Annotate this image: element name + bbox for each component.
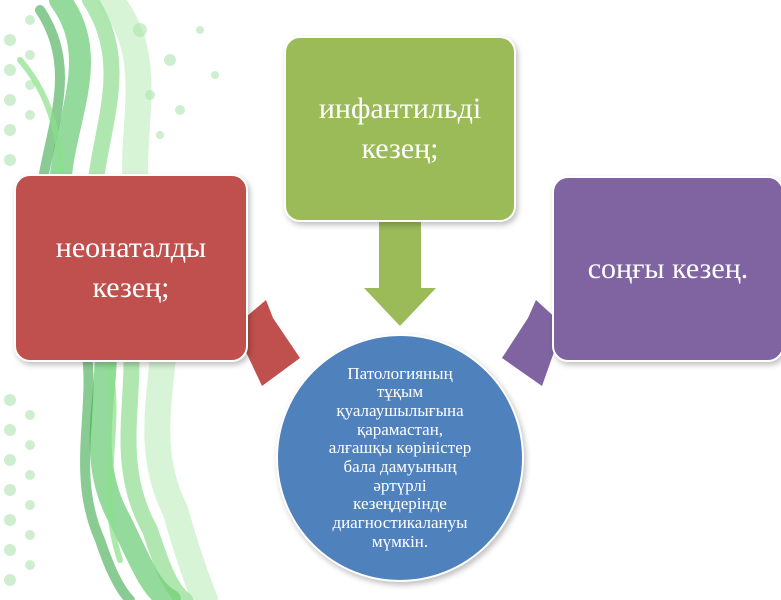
arrow-red-to-center: [240, 300, 300, 386]
center-circle-text: Патологияның тұқым қуалаушылығына қарама…: [328, 363, 472, 551]
dot-pattern: [4, 15, 219, 586]
arrow-purple-to-center: [502, 300, 560, 386]
infantile-period-box: инфантильді кезең;: [284, 36, 516, 222]
down-arrow-green: [364, 220, 436, 326]
neonatal-period-label: неонаталды кезең;: [55, 230, 207, 305]
neonatal-period-box: неонаталды кезең;: [14, 174, 248, 362]
late-period-label: соңғы кезең.: [587, 251, 749, 285]
late-period-box: соңғы кезең.: [552, 176, 781, 362]
center-circle: Патологияның тұқым қуалаушылығына қарама…: [276, 334, 524, 582]
infantile-period-label: инфантильді кезең;: [318, 91, 482, 166]
